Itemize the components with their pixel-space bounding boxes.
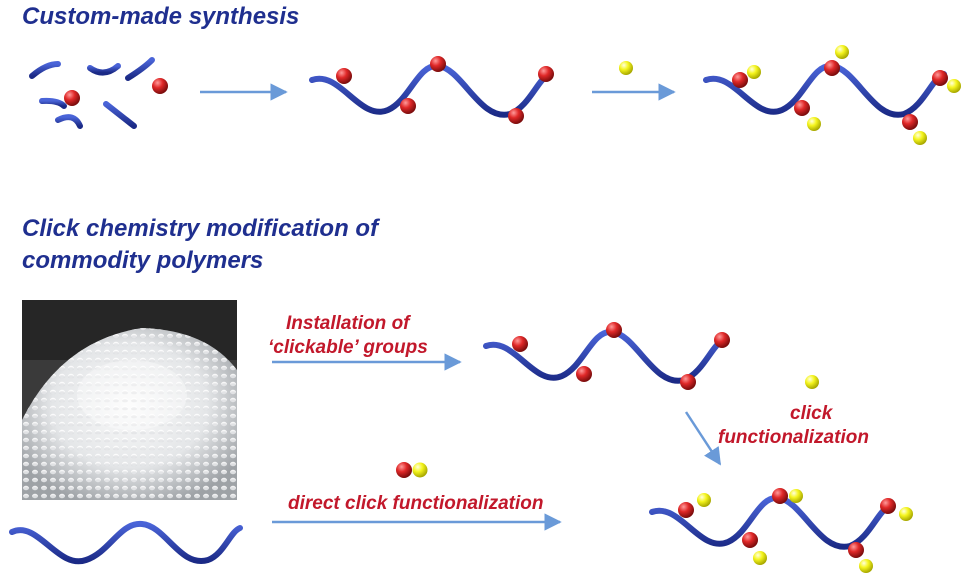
red-group	[538, 66, 554, 82]
yellow-group-reagent	[805, 375, 819, 389]
arrow-click-functionalization	[684, 411, 722, 466]
red-group	[678, 502, 694, 518]
red-group-fragment-1	[64, 90, 80, 106]
red-group-fragment-2	[152, 78, 168, 94]
yellow-group	[835, 45, 849, 59]
red-group	[430, 56, 446, 72]
red-group	[848, 542, 864, 558]
yellow-group	[807, 117, 821, 131]
red-group	[742, 532, 758, 548]
yellow-group-clickable-reagent	[412, 462, 428, 478]
red-group	[714, 332, 730, 348]
red-group	[508, 108, 524, 124]
red-group	[400, 98, 416, 114]
red-group	[794, 100, 810, 116]
red-group	[902, 114, 918, 130]
polymer-pellets-photo	[22, 300, 237, 500]
label-direct-click: direct click functionalization	[288, 493, 544, 514]
yellow-group	[747, 65, 761, 79]
yellow-group	[697, 493, 711, 507]
red-group	[576, 366, 592, 382]
red-group-clickable-reagent	[396, 462, 412, 478]
red-group	[932, 70, 948, 86]
yellow-group	[859, 559, 873, 573]
yellow-group	[753, 551, 767, 565]
title-click-chemistry-line2: commodity polymers	[22, 247, 264, 274]
yellow-group	[899, 507, 913, 521]
red-group	[336, 68, 352, 84]
red-group	[772, 488, 788, 504]
red-group	[732, 72, 748, 88]
red-group	[880, 498, 896, 514]
yellow-group-reagent	[619, 61, 633, 75]
title-click-chemistry-line1: Click chemistry modification of	[22, 215, 379, 242]
red-group	[680, 374, 696, 390]
label-installation-line2: ‘clickable’ groups	[268, 337, 428, 358]
label-click-line2: functionalization	[718, 427, 869, 448]
pellets-illustration	[22, 300, 237, 500]
yellow-group	[947, 79, 961, 93]
red-group	[606, 322, 622, 338]
chain-fragments	[29, 57, 155, 129]
label-installation-line1: Installation of	[286, 313, 410, 334]
title-custom-synthesis: Custom-made synthesis	[22, 3, 300, 30]
yellow-group	[913, 131, 927, 145]
label-click-line1: click	[790, 403, 833, 424]
yellow-group	[789, 489, 803, 503]
red-group	[512, 336, 528, 352]
commodity-polymer-chain	[9, 521, 243, 565]
red-group	[824, 60, 840, 76]
